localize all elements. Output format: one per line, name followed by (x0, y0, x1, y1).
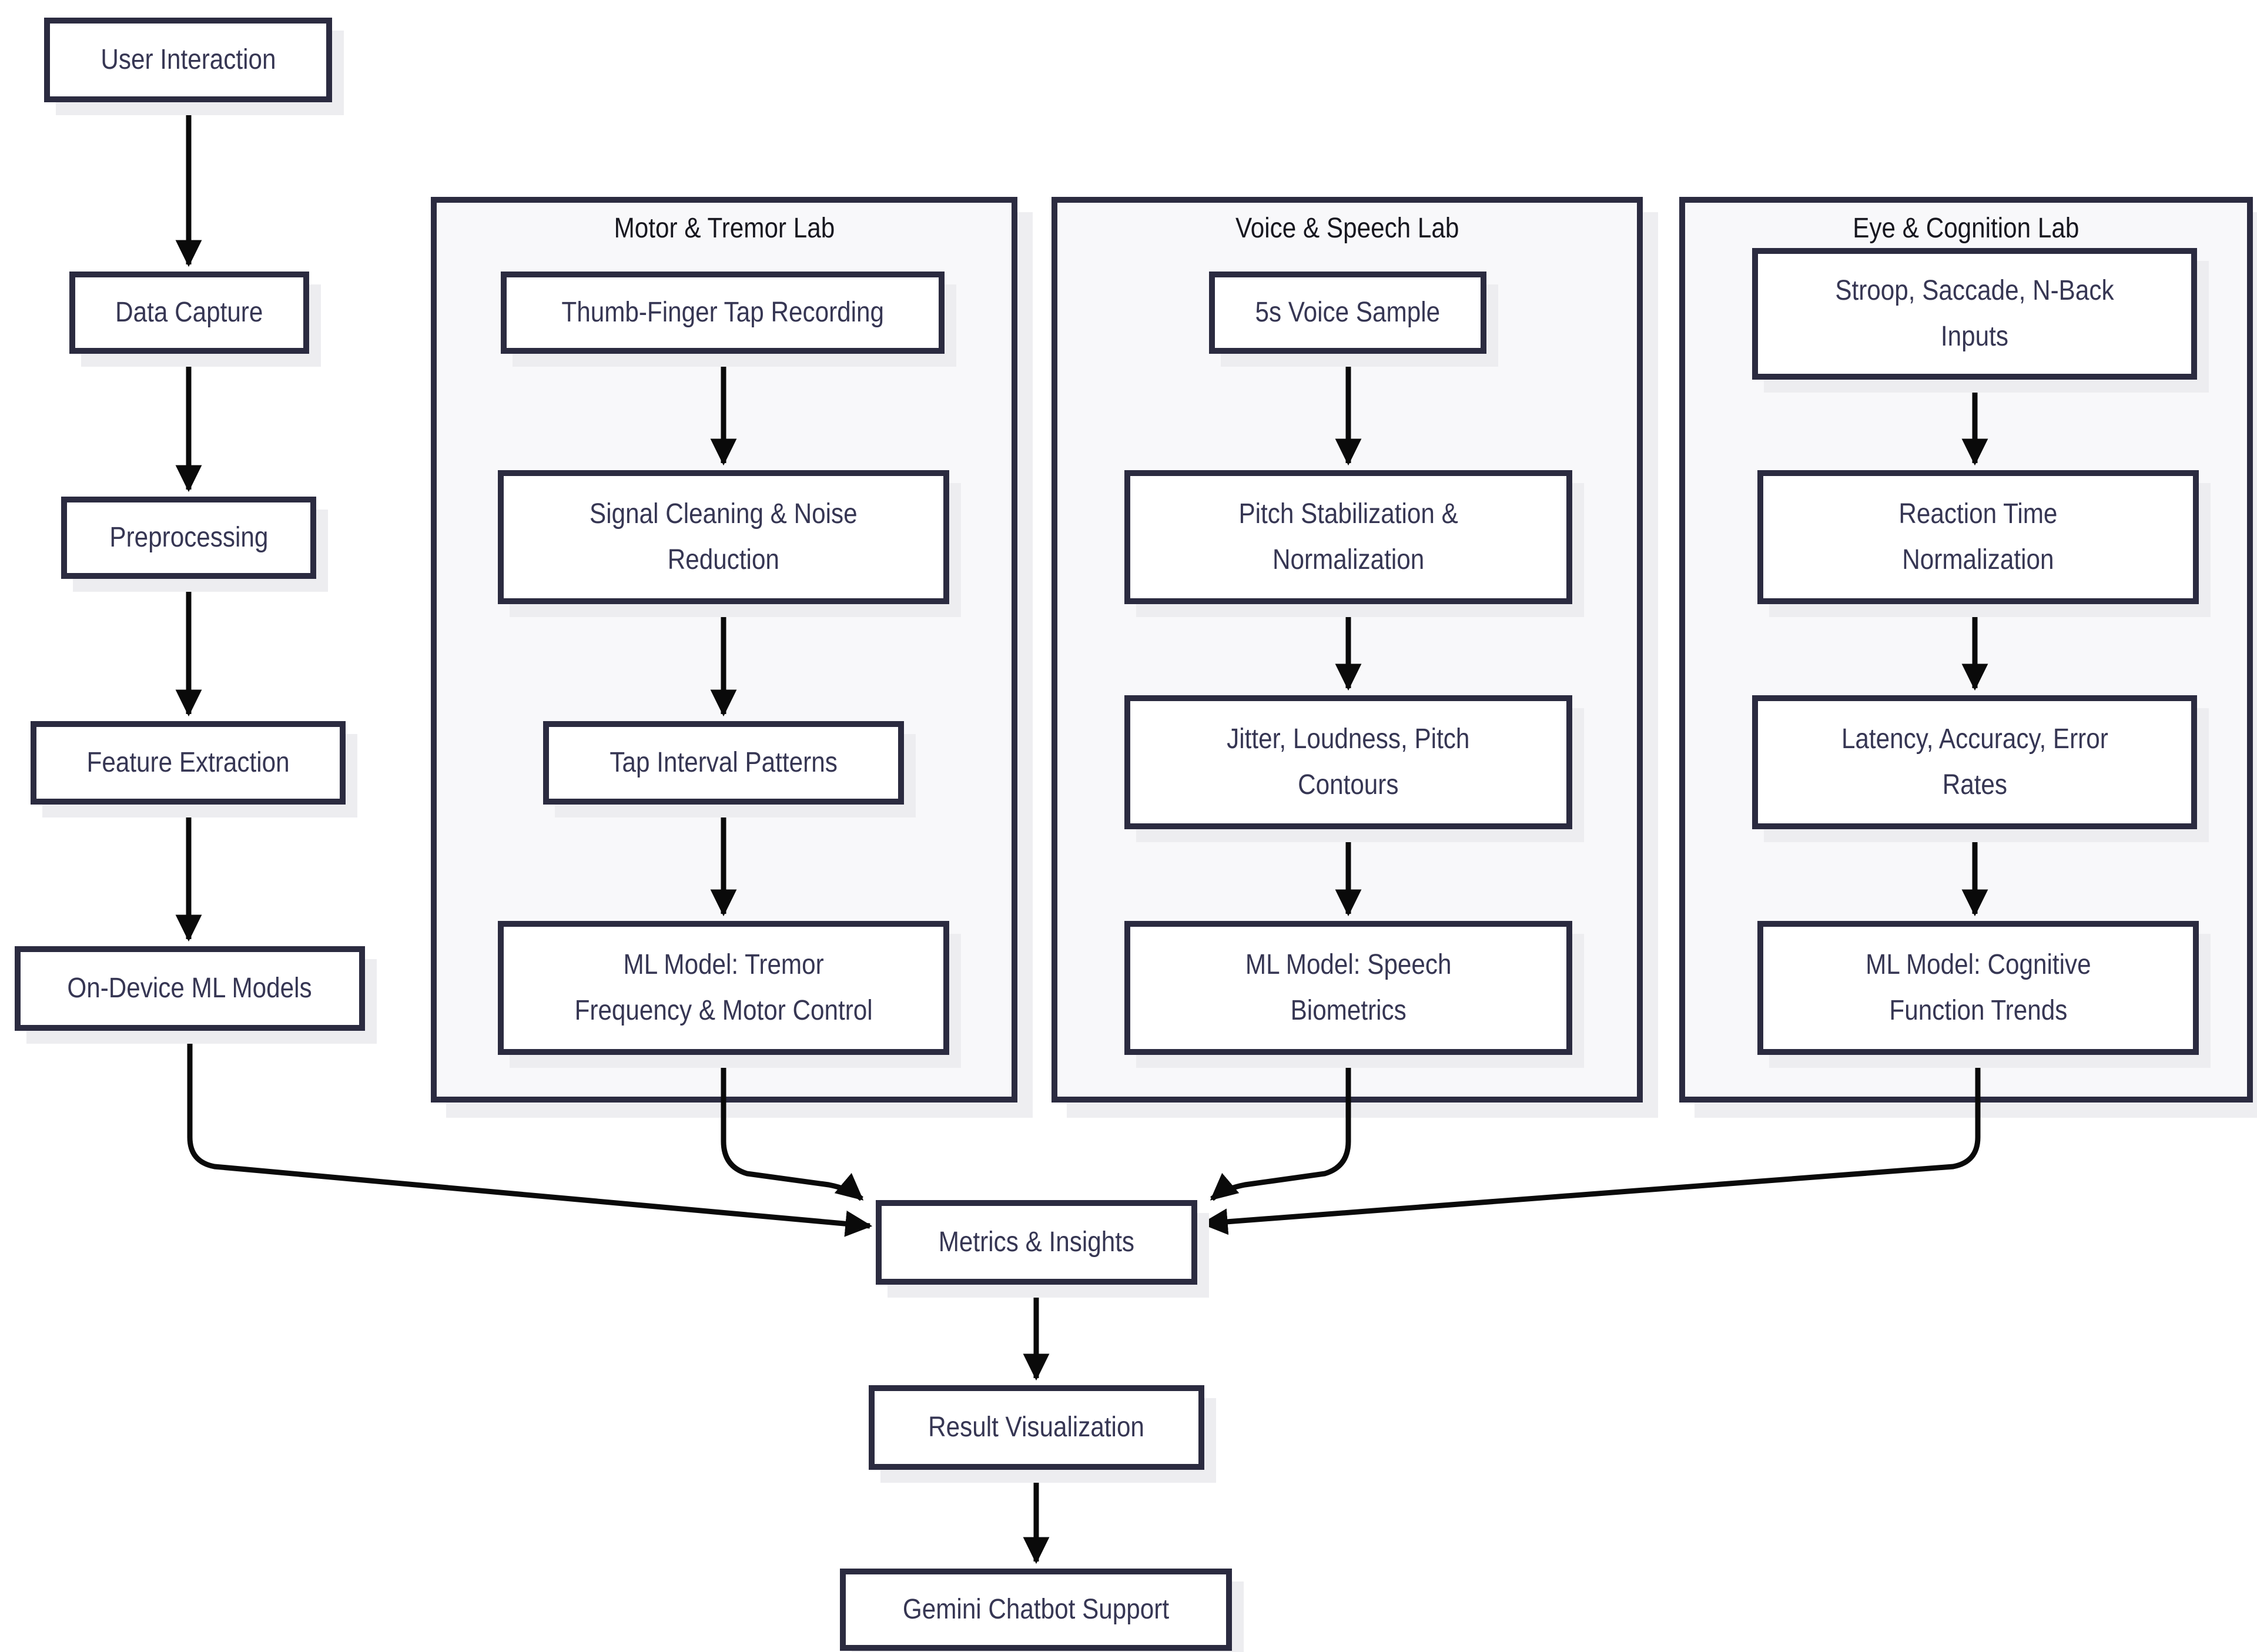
node-feature-extraction-label: Feature Extraction (86, 747, 290, 778)
node-stroop-saccade-nback: Stroop, Saccade, N-Back Inputs (1752, 248, 2197, 380)
node-result-visualization: Result Visualization (869, 1385, 1204, 1470)
edge-mltremor-to-metrics (721, 1058, 864, 1201)
node-gemini-chatbot-support-label: Gemini Chatbot Support (902, 1594, 1170, 1625)
node-signal-cleaning: Signal Cleaning & Noise Reduction (498, 470, 949, 604)
node-tap-interval-patterns: Tap Interval Patterns (543, 721, 904, 805)
node-preprocessing: Preprocessing (61, 497, 316, 579)
node-thumb-finger-tap-recording-label: Thumb-Finger Tap Recording (561, 297, 884, 328)
node-metrics-insights: Metrics & Insights (876, 1200, 1197, 1285)
node-ml-model-cognitive: ML Model: Cognitive Function Trends (1757, 921, 2199, 1055)
node-latency-accuracy-error: Latency, Accuracy, Error Rates (1752, 695, 2197, 829)
node-5s-voice-sample: 5s Voice Sample (1209, 272, 1486, 354)
node-ml-model-tremor: ML Model: Tremor Frequency & Motor Contr… (498, 921, 949, 1055)
lab-motor-tremor-title-text: Motor & Tremor Lab (614, 213, 835, 244)
node-pitch-stabilization: Pitch Stabilization & Normalization (1124, 470, 1572, 604)
node-ml-model-cognitive-label: ML Model: Cognitive Function Trends (1865, 949, 2091, 1026)
node-jitter-loudness-pitch-label: Jitter, Loudness, Pitch Contours (1227, 723, 1470, 800)
node-reaction-time-normalization-label: Reaction Time Normalization (1898, 498, 2058, 575)
node-gemini-chatbot-support: Gemini Chatbot Support (840, 1569, 1232, 1651)
node-signal-cleaning-label: Signal Cleaning & Noise Reduction (590, 498, 858, 575)
node-ml-model-tremor-label: ML Model: Tremor Frequency & Motor Contr… (574, 949, 873, 1026)
node-ml-model-speech-label: ML Model: Speech Biometrics (1245, 949, 1452, 1026)
node-user-interaction-label: User Interaction (100, 44, 276, 75)
node-5s-voice-sample-label: 5s Voice Sample (1255, 297, 1441, 328)
edge-mlcognitive-to-metrics (1200, 1058, 1981, 1235)
node-data-capture: Data Capture (69, 272, 309, 354)
lab-voice-speech-title: Voice & Speech Lab (1057, 212, 1637, 244)
node-feature-extraction: Feature Extraction (31, 721, 346, 805)
node-stroop-saccade-nback-label: Stroop, Saccade, N-Back Inputs (1835, 275, 2114, 352)
node-latency-accuracy-error-label: Latency, Accuracy, Error Rates (1841, 723, 2108, 800)
node-thumb-finger-tap-recording: Thumb-Finger Tap Recording (501, 272, 945, 354)
node-pitch-stabilization-label: Pitch Stabilization & Normalization (1238, 498, 1458, 575)
node-jitter-loudness-pitch: Jitter, Loudness, Pitch Contours (1124, 695, 1572, 829)
lab-eye-cognition-title-text: Eye & Cognition Lab (1853, 213, 2079, 244)
node-metrics-insights-label: Metrics & Insights (938, 1227, 1135, 1258)
edge-ondevice-to-metrics (187, 1033, 873, 1237)
edge-mlspeech-to-metrics (1210, 1058, 1351, 1201)
node-ml-model-speech: ML Model: Speech Biometrics (1124, 921, 1572, 1055)
node-preprocessing-label: Preprocessing (109, 522, 268, 553)
node-data-capture-label: Data Capture (115, 297, 263, 328)
node-user-interaction: User Interaction (44, 18, 332, 102)
node-on-device-ml-models: On-Device ML Models (15, 946, 365, 1031)
lab-voice-speech-title-text: Voice & Speech Lab (1235, 213, 1459, 244)
node-on-device-ml-models-label: On-Device ML Models (67, 973, 313, 1004)
node-reaction-time-normalization: Reaction Time Normalization (1757, 470, 2199, 604)
lab-motor-tremor-title: Motor & Tremor Lab (437, 212, 1012, 244)
lab-eye-cognition-title: Eye & Cognition Lab (1685, 212, 2247, 244)
node-result-visualization-label: Result Visualization (928, 1412, 1145, 1443)
node-tap-interval-patterns-label: Tap Interval Patterns (610, 747, 838, 778)
